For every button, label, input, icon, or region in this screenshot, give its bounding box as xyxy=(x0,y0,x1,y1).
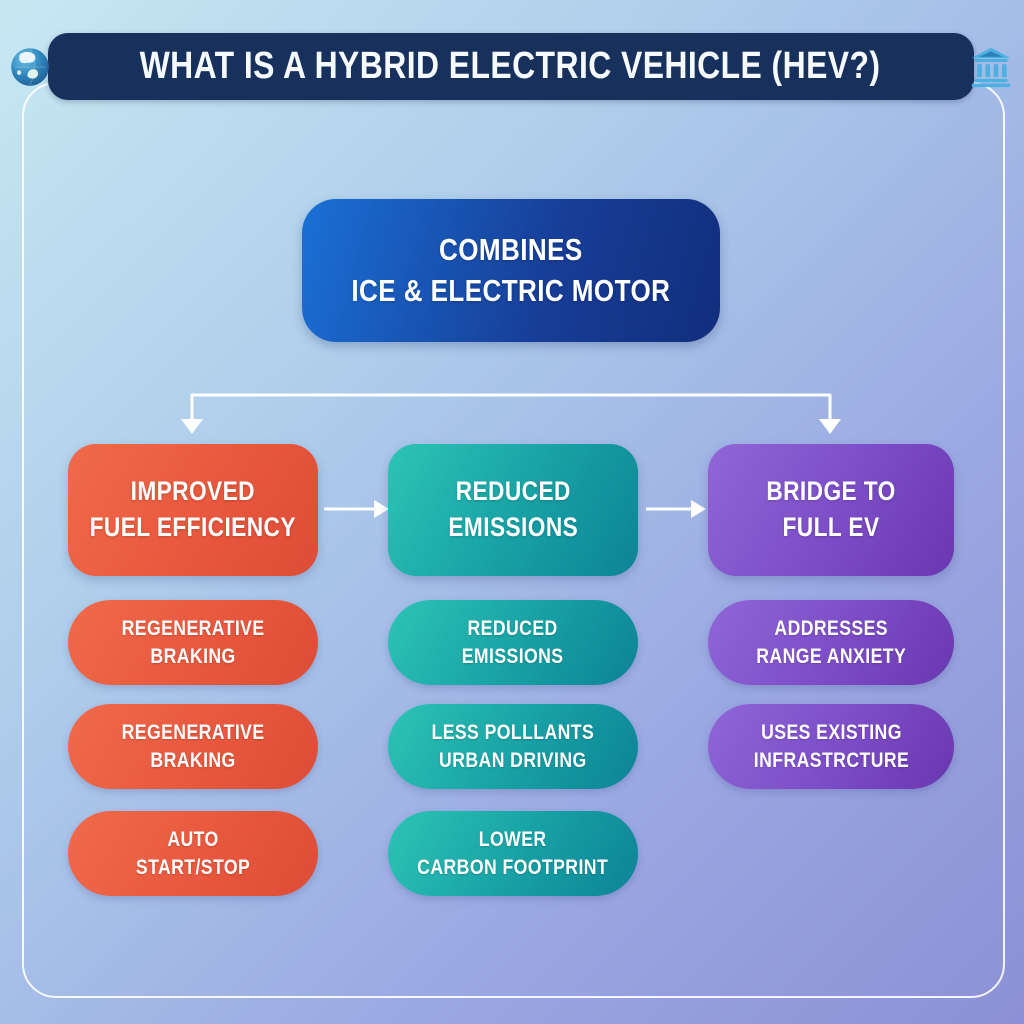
pill-uses-existing-infrastructure: USES EXISTING INFRASTRCTURE xyxy=(708,704,954,789)
pill-label: REGENERATIVE BRAKING xyxy=(121,720,265,772)
main-combines-box: COMBINES ICE & ELECTRIC MOTOR xyxy=(302,199,720,342)
pill-lower-carbon-footprint: LOWER CARBON FOOTPRINT xyxy=(388,811,638,896)
pill-regenerative-braking-2: REGENERATIVE BRAKING xyxy=(68,704,318,789)
pill-label: REGENERATIVE BRAKING xyxy=(121,616,265,668)
pill-addresses-range-anxiety: ADDRESSES RANGE ANXIETY xyxy=(708,600,954,685)
column-header-reduced-emissions: REDUCED EMISSIONS xyxy=(388,444,638,576)
page-title: WHAT IS A HYBRID ELECTRIC VEHICLE (HEV?) xyxy=(139,45,881,87)
pill-auto-start-stop: AUTO START/STOP xyxy=(68,811,318,896)
pill-label: REDUCED EMISSIONS xyxy=(462,616,564,668)
column-header-bridge-to-ev: BRIDGE TO FULL EV xyxy=(708,444,954,576)
main-combines-label: COMBINES ICE & ELECTRIC MOTOR xyxy=(351,231,671,308)
pill-regenerative-braking-1: REGENERATIVE BRAKING xyxy=(68,600,318,685)
pill-label: USES EXISTING INFRASTRCTURE xyxy=(753,720,909,772)
header-bar: WHAT IS A HYBRID ELECTRIC VEHICLE (HEV?) xyxy=(11,33,1011,100)
pill-label: LOWER CARBON FOOTPRINT xyxy=(417,827,609,879)
pill-label: AUTO START/STOP xyxy=(135,827,251,879)
column-header-label: BRIDGE TO FULL EV xyxy=(766,476,896,542)
column-header-label: IMPROVED FUEL EFFICIENCY xyxy=(89,476,297,542)
pill-label: LESS POLLLANTS URBAN DRIVING xyxy=(431,720,595,772)
globe-icon xyxy=(9,46,51,88)
bank-icon xyxy=(969,45,1013,89)
column-header-label: REDUCED EMISSIONS xyxy=(448,476,578,542)
pill-label: ADDRESSES RANGE ANXIETY xyxy=(756,616,906,668)
column-header-fuel-efficiency: IMPROVED FUEL EFFICIENCY xyxy=(68,444,318,576)
pill-reduced-emissions: REDUCED EMISSIONS xyxy=(388,600,638,685)
pill-less-pollutants: LESS POLLLANTS URBAN DRIVING xyxy=(388,704,638,789)
